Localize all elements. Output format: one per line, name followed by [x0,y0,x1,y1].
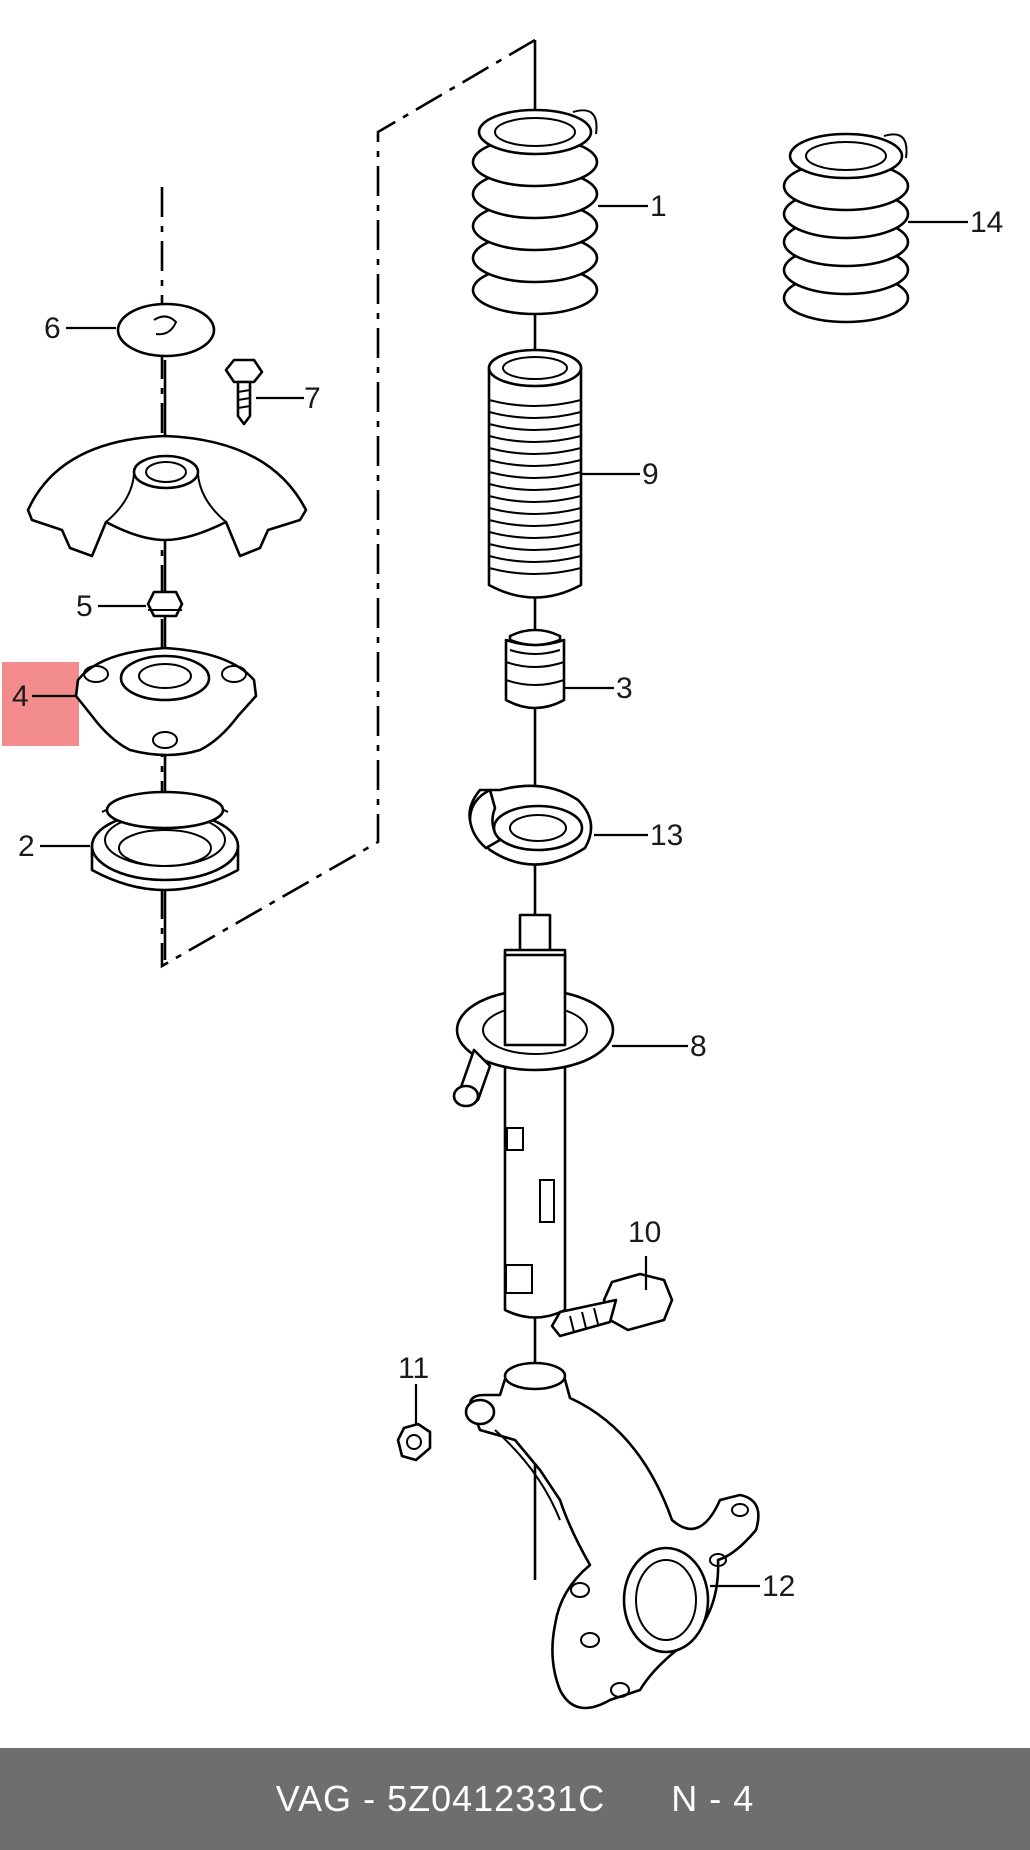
part-1-coil-spring[interactable] [471,108,599,316]
label-3: 3 [616,672,633,705]
footer-caption: VAG - 5Z0412331C N - 4 [276,1778,755,1820]
part-9-bellows[interactable] [487,348,583,599]
label-10: 10 [628,1216,661,1249]
label-4: 4 [12,680,29,713]
label-1: 1 [650,190,667,223]
part-6-cap[interactable] [116,302,216,358]
part-2-bearing[interactable] [90,790,240,892]
part-4-strut-mount[interactable] [74,646,258,757]
label-9: 9 [642,458,659,491]
part-5-nut[interactable] [146,590,184,618]
label-12: 12 [762,1570,795,1603]
footer-part-number: 5Z0412331C [387,1778,606,1819]
part-13-spring-seat[interactable] [468,784,593,866]
label-7: 7 [304,382,321,415]
part-12-wheel-bearing-housing[interactable] [464,1361,760,1710]
label-5: 5 [76,590,93,623]
footer-separator: - [363,1778,377,1819]
label-6: 6 [44,312,61,345]
part-7-bolt[interactable] [224,358,264,426]
label-11: 11 [398,1352,429,1385]
label-13: 13 [650,819,683,852]
footer-position: N - 4 [671,1778,755,1819]
footer-bar: VAG - 5Z0412331C N - 4 [0,1748,1030,1850]
strut-mount-cover [26,434,308,558]
part-14-coil-spring[interactable] [782,132,910,324]
assembly-boundary-line [160,38,536,969]
part-10-bolt[interactable] [550,1272,674,1338]
part-3-bump-stop[interactable] [504,628,566,710]
part-8-strut[interactable] [452,913,615,1319]
part-11-nut[interactable] [396,1422,432,1462]
highlight-part-4 [2,662,79,746]
label-14: 14 [970,206,1003,239]
label-2: 2 [18,830,35,863]
footer-brand: VAG [275,1778,353,1819]
exploded-parts-diagram: 1 14 9 3 13 8 10 11 12 6 7 5 4 2 [2,38,1003,1710]
label-8: 8 [690,1030,707,1063]
